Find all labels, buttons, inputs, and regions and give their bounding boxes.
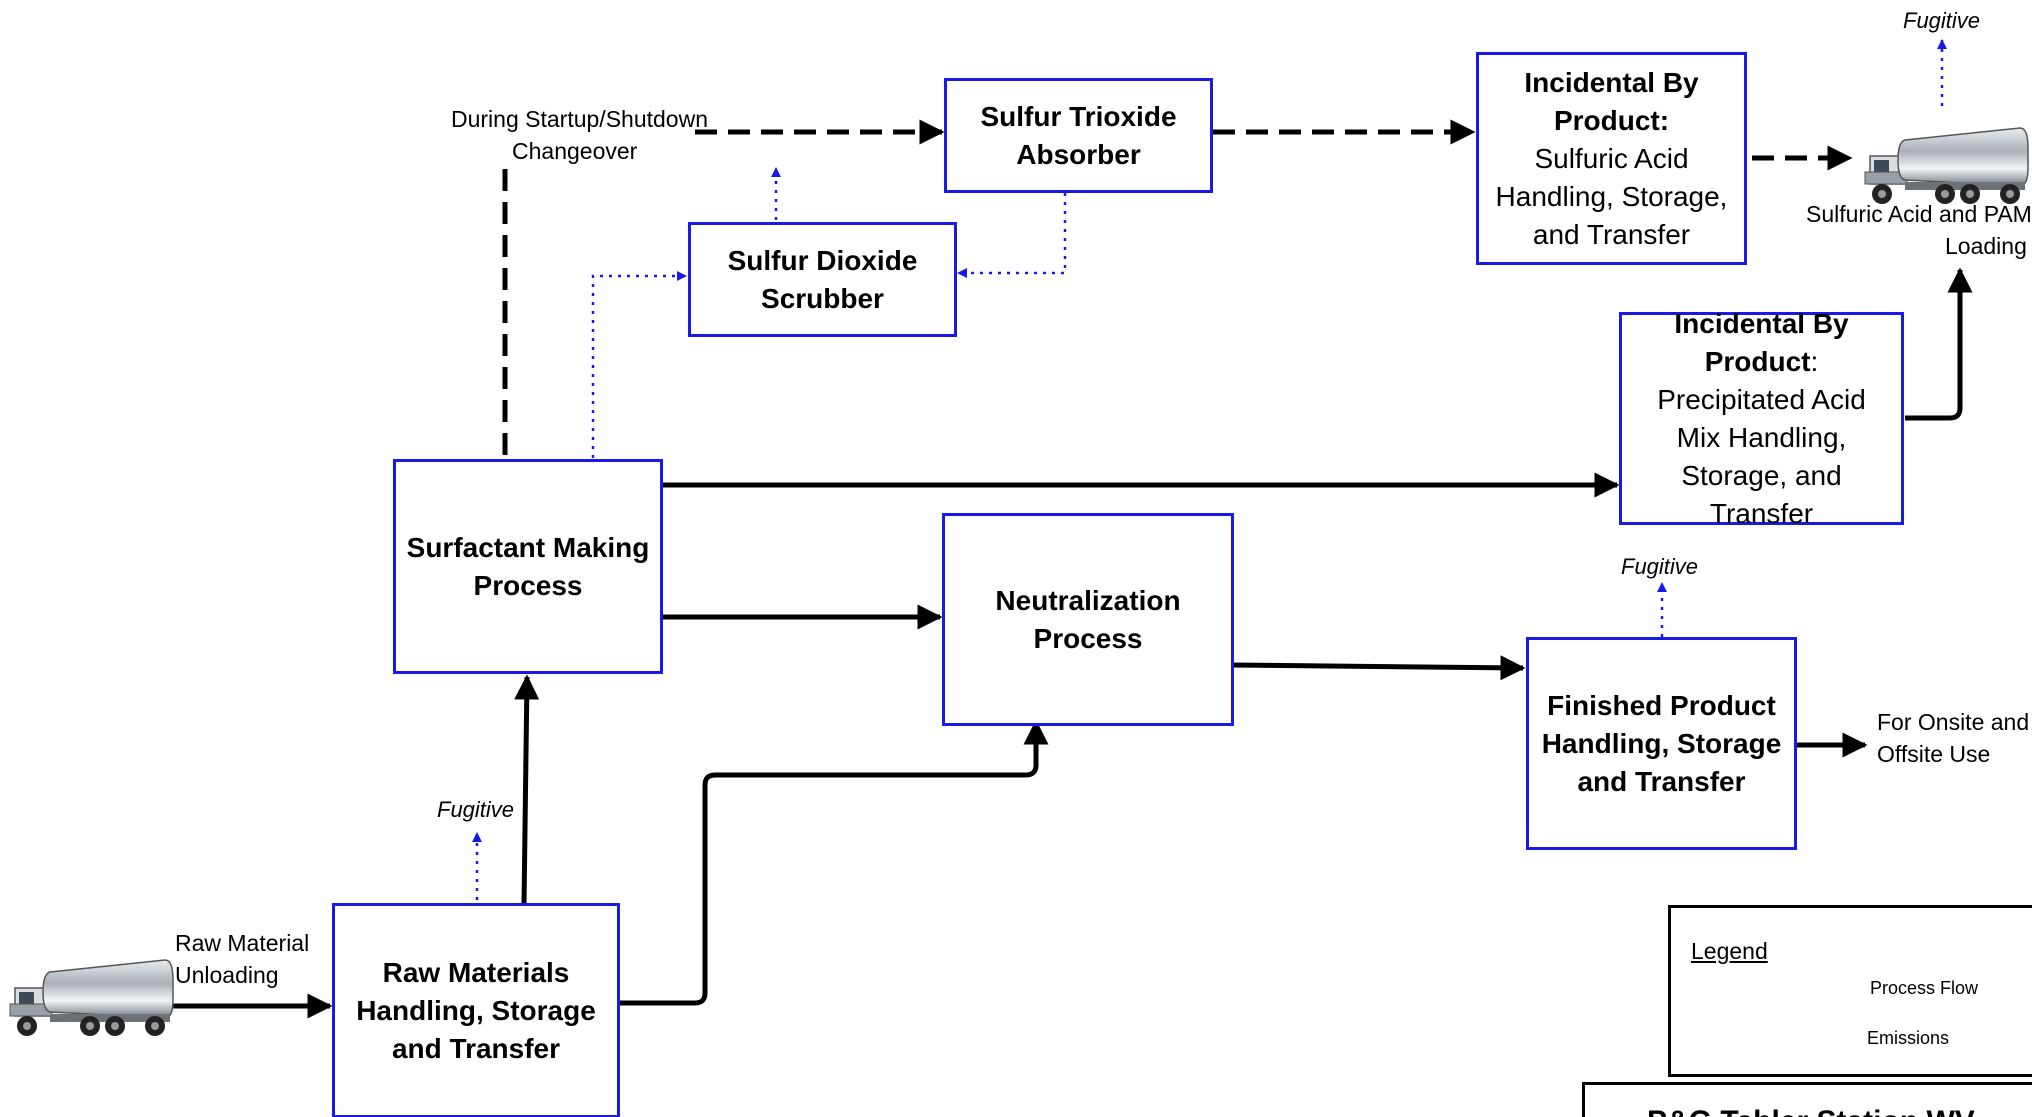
legend-process-label: Process Flow	[1870, 978, 1979, 998]
incidental-pam-box: Incidental By Product: Precipitated Acid…	[1619, 308, 1904, 529]
sulfur-trioxide-absorber-box: Sulfur Trioxide Absorber	[944, 78, 1213, 193]
legend: Legend Process Flow Emissions	[1668, 905, 2032, 1077]
incidental-pam-desc: : Precipitated Acid Mix Handling, Storag…	[1657, 345, 1866, 529]
fugitive-label-raw: Fugitive	[437, 797, 515, 822]
onsite-label-2: Offsite Use	[1877, 741, 1991, 767]
finished-product-box: Finished Product Handling, Storage and T…	[1526, 637, 1797, 850]
finished-label: Finished Product Handling, Storage and T…	[1541, 689, 1782, 797]
flow-raw-to-neutralization	[620, 719, 1049, 1006]
incidental-sulfuric-acid-box: Incidental By Product: Sulfuric Acid Han…	[1476, 52, 1747, 265]
fugitive-label-loading: Fugitive	[1903, 8, 1981, 33]
incidental-pam-bold: Incidental By Product	[1674, 307, 1849, 377]
station-title: P&G Tabler Station WV	[1647, 1105, 1975, 1117]
legend-emissions-label: Emissions	[1867, 1028, 1950, 1048]
incidental-sulfuric-desc: Sulfuric Acid Handling, Storage, and Tra…	[1495, 142, 1728, 250]
sulfur-dioxide-label: Sulfur Dioxide Scrubber	[727, 244, 918, 314]
unloading-label-1: Raw Material	[175, 930, 310, 956]
loading-label-1: Sulfuric Acid and PAM	[1806, 201, 2032, 227]
station-title-block: P&G Tabler Station WV	[1582, 1082, 2032, 1117]
sulfur-dioxide-scrubber-box: Sulfur Dioxide Scrubber	[688, 222, 957, 337]
startup-label-2: Changeover	[512, 138, 638, 164]
emission-trioxide-to-scrubber	[957, 193, 1067, 278]
surfactant-making-box: Surfactant Making Process	[393, 459, 663, 674]
legend-title: Legend	[1691, 938, 1768, 964]
unloading-label-2: Unloading	[175, 962, 279, 988]
flow-pam-to-loading	[1905, 267, 1973, 421]
sulfur-trioxide-label: Sulfur Trioxide Absorber	[980, 100, 1177, 170]
onsite-label-1: For Onsite and	[1877, 709, 2030, 735]
raw-label: Raw Materials Handling, Storage and Tran…	[356, 956, 596, 1064]
raw-materials-box: Raw Materials Handling, Storage and Tran…	[332, 903, 620, 1117]
tanker-truck-icon	[1860, 108, 2030, 208]
flow-neutralization-to-finished	[1231, 655, 1526, 681]
neutralization-box: Neutralization Process	[942, 513, 1234, 726]
fugitive-label-finished: Fugitive	[1621, 554, 1699, 579]
loading-label-2: Loading	[1945, 233, 2027, 259]
incidental-sulfuric-bold: Incidental By Product:	[1524, 66, 1699, 136]
flow-raw-to-surfactant	[514, 674, 540, 906]
surfactant-label: Surfactant Making Process	[406, 531, 650, 601]
startup-label-1: During Startup/Shutdown	[451, 106, 708, 132]
neutralization-label: Neutralization Process	[995, 584, 1181, 654]
emission-surfactant-to-scrubber	[591, 271, 687, 458]
tanker-truck-icon	[5, 940, 175, 1040]
